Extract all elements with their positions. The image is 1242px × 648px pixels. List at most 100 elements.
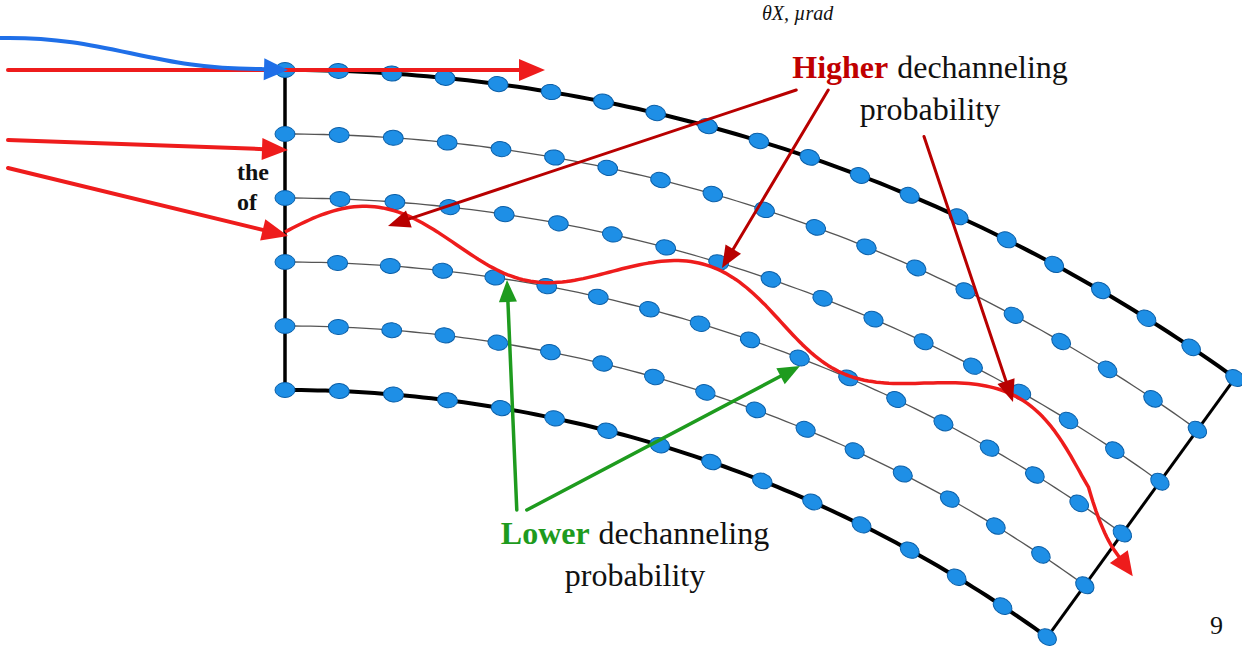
atom-dot [275, 127, 295, 142]
atom-dot [701, 184, 724, 204]
atom-dot [487, 334, 509, 352]
incident-beam-arrow-head [260, 219, 288, 240]
incident-beam-arrow-head [519, 59, 545, 81]
atom-dot [890, 463, 915, 485]
atom-dot [275, 255, 295, 270]
leader-arrow-head [997, 378, 1014, 402]
atom-dot [811, 288, 835, 309]
atom-dot [1028, 543, 1053, 567]
page-number: 9 [1210, 610, 1223, 641]
atom-dot [1185, 418, 1210, 442]
atom-dot [437, 392, 459, 409]
atom-dot [383, 130, 404, 146]
note-text: the [237, 158, 269, 187]
atom-dot [329, 127, 350, 143]
atom-dot [990, 594, 1015, 618]
atom-dot [897, 185, 921, 207]
atom-dot [275, 383, 295, 398]
leader-arrow-head [499, 280, 517, 302]
atom-dot [547, 214, 569, 232]
atom-dot [793, 419, 817, 441]
atom-dot [884, 388, 908, 410]
atom-dot [591, 354, 614, 373]
atom-dot [842, 440, 866, 462]
atom-dot [1067, 492, 1092, 516]
atom-dot [699, 452, 723, 473]
atom-dot [592, 92, 615, 111]
atom-dot [849, 514, 874, 536]
atom-dot [330, 191, 351, 207]
leader-arrow-head [388, 211, 412, 228]
leader-arrow-head [722, 244, 741, 268]
atom-dot [327, 255, 348, 271]
atom-dot [744, 399, 768, 420]
callout-group: Higherdechanneling probability [765, 46, 1095, 130]
atom-dot [961, 355, 986, 378]
atom-dot [750, 470, 774, 491]
atom-dot [1223, 366, 1242, 390]
atom-dot [328, 319, 349, 335]
atom-dot [994, 229, 1019, 251]
incident-beam-arrow-head [262, 138, 288, 160]
atom-dot [798, 147, 822, 168]
atom-dot [275, 319, 295, 334]
atom-dot [759, 269, 783, 290]
leader-arrow [924, 136, 1007, 383]
atom-dot [911, 331, 935, 353]
atom-dot [487, 75, 509, 93]
crystal-face [1047, 378, 1235, 637]
atom-dot [854, 236, 878, 257]
atom-dot [1095, 358, 1120, 381]
atom-dot [649, 170, 672, 189]
atom-dot [601, 225, 624, 244]
atom-dot [983, 514, 1008, 537]
atom-dot [380, 258, 401, 274]
incident-beam-arrow [8, 140, 264, 149]
axis-label: θX, µrad [762, 1, 833, 25]
atom-dot [1022, 463, 1047, 486]
atom-dot [490, 140, 512, 158]
atom-dot [540, 83, 562, 101]
atom-dot [897, 539, 922, 562]
atom-dot [904, 257, 928, 279]
atom-dot [596, 421, 619, 440]
atom-dot [643, 367, 666, 387]
atom-dot [535, 277, 557, 295]
atom-dot [800, 491, 824, 513]
atom-dot [539, 343, 562, 362]
callout-label: dechanneling probability [860, 49, 1068, 127]
atom-dot [329, 383, 350, 399]
atom-dot [381, 322, 402, 339]
incident-beam-arrow-head [264, 58, 288, 80]
atom-dot [1035, 625, 1060, 648]
atom-dot [543, 148, 565, 166]
emphasis-word: Lower [501, 515, 590, 551]
atom-dot [432, 262, 454, 279]
atom-dot [436, 134, 457, 151]
atom-dot [381, 65, 402, 81]
atom-dot [931, 412, 956, 435]
trajectory-arrow-head [1110, 550, 1133, 576]
atom-dot [977, 437, 1002, 460]
atom-dot [587, 287, 610, 306]
atom-dot [543, 409, 566, 428]
leader-arrow-head [776, 366, 800, 384]
atom-dot [804, 217, 828, 238]
crystal-plane [285, 198, 1160, 482]
incident-beam-curve [0, 38, 262, 69]
atom-dot [738, 330, 762, 351]
note-text: of [237, 188, 257, 217]
leader-arrow [407, 90, 796, 220]
atom-dot [1049, 330, 1074, 353]
atom-dot [1179, 336, 1204, 360]
emphasis-word: Higher [792, 49, 888, 85]
atom-dot [596, 158, 619, 177]
atom-dot [1141, 387, 1166, 411]
atom-dot [1072, 573, 1097, 597]
atom-dot [747, 131, 771, 151]
atom-dot [688, 314, 711, 334]
atom-dot [1042, 253, 1067, 276]
atom-dot [848, 165, 872, 186]
atom-dot [490, 399, 512, 417]
atom-dot [1147, 470, 1172, 494]
